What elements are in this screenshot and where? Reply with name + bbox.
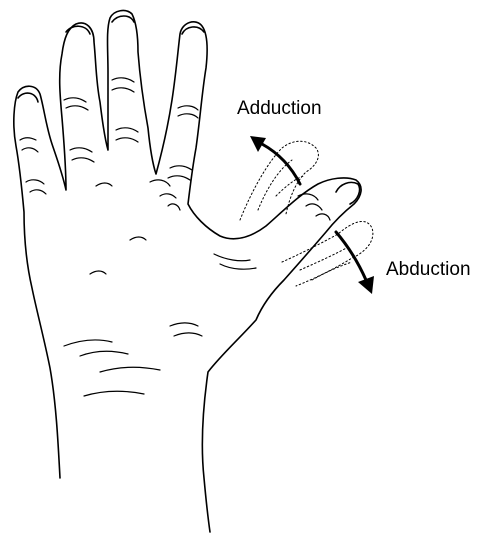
abduction-arrow <box>336 232 374 294</box>
adduction-label: Adduction <box>237 98 322 120</box>
nail-little <box>18 93 38 102</box>
hand-outline <box>14 11 361 532</box>
abduction-label: Abduction <box>386 259 471 281</box>
skin-creases <box>20 78 330 396</box>
ghost-thumb-adducted-inner <box>258 160 304 210</box>
ghost-thumb-adducted <box>240 141 318 220</box>
nail-middle <box>112 16 134 22</box>
nail-index <box>182 27 204 34</box>
